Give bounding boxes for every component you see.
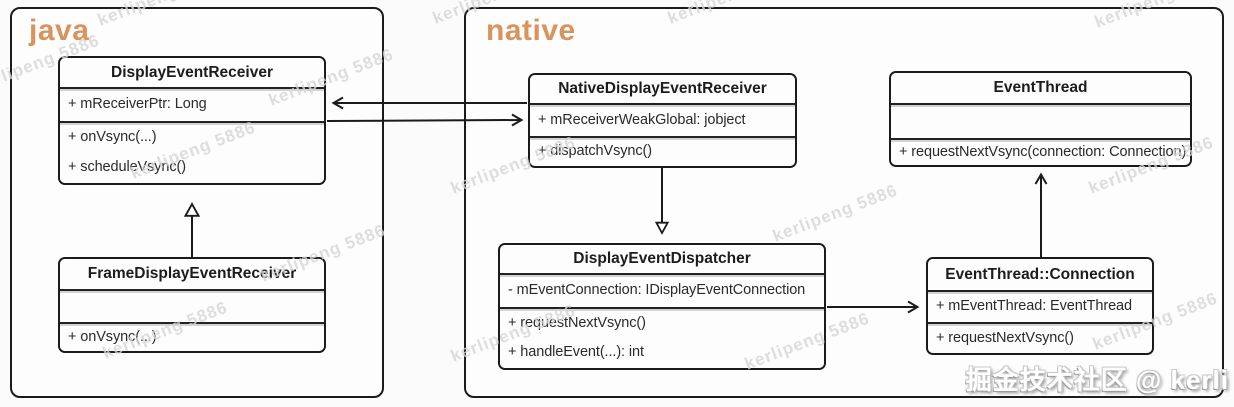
method-dispatchvsync: + dispatchVsync(): [538, 143, 652, 160]
class-box-event-thread-connection: EventThread::Connection + mEventThread: …: [926, 257, 1154, 355]
methods-compartment: + requestNextVsync(connection: Connectio…: [891, 138, 1190, 165]
juejin-community-credit: 掘金技术社区 @ kerli: [965, 365, 1229, 395]
class-title-frame-display-event-receiver: FrameDisplayEventReceiver: [60, 259, 324, 289]
method-schedulevsync: + scheduleVsync(): [68, 159, 186, 176]
class-box-event-thread: EventThread + requestNextVsync(connectio…: [889, 71, 1192, 167]
field-mreceiverweakglobal: + mReceiverWeakGlobal: jobject: [538, 111, 746, 128]
method-onvsync: + onVsync(...): [68, 328, 157, 345]
fields-compartment: + mReceiverWeakGlobal: jobject: [530, 103, 795, 136]
class-box-display-event-dispatcher: DisplayEventDispatcher - mEventConnectio…: [498, 243, 826, 370]
fields-compartment: + mReceiverPtr: Long: [60, 87, 324, 121]
method-handleevent: + handleEvent(...): int: [508, 344, 644, 361]
class-box-native-display-event-receiver: NativeDisplayEventReceiver + mReceiverWe…: [528, 73, 797, 168]
fields-compartment: + mEventThread: EventThread: [928, 290, 1152, 322]
method-requestnextvsync: + requestNextVsync(): [508, 314, 646, 331]
method-requestnextvsync: + requestNextVsync(): [936, 329, 1074, 346]
methods-compartment: + dispatchVsync(): [530, 136, 795, 166]
class-title-display-event-dispatcher: DisplayEventDispatcher: [500, 245, 824, 273]
class-box-frame-display-event-receiver: FrameDisplayEventReceiver + onVsync(...): [58, 257, 326, 353]
class-title-event-thread: EventThread: [891, 73, 1190, 103]
fields-compartment-empty: [60, 289, 324, 322]
method-onvsync: + onVsync(...): [68, 129, 157, 146]
method-requestnextvsync-connection: + requestNextVsync(connection: Connectio…: [899, 143, 1187, 160]
native-package-label: native: [486, 14, 576, 47]
class-title-native-display-event-receiver: NativeDisplayEventReceiver: [530, 75, 795, 103]
methods-compartment: + onVsync(...): [60, 322, 324, 351]
class-box-display-event-receiver: DisplayEventReceiver + mReceiverPtr: Lon…: [58, 56, 326, 185]
java-package-label: java: [29, 14, 90, 47]
fields-compartment: - mEventConnection: IDisplayEventConnect…: [500, 273, 824, 307]
methods-compartment: + requestNextVsync(): [928, 322, 1152, 353]
field-meventconnection: - mEventConnection: IDisplayEventConnect…: [508, 282, 806, 299]
field-mreceiverptr: + mReceiverPtr: Long: [68, 96, 207, 113]
methods-compartment: + requestNextVsync() + handleEvent(...):…: [500, 307, 824, 368]
class-title-display-event-receiver: DisplayEventReceiver: [60, 58, 324, 87]
class-title-event-thread-connection: EventThread::Connection: [928, 259, 1152, 290]
methods-compartment: + onVsync(...) + scheduleVsync(): [60, 121, 324, 183]
fields-compartment-empty: [891, 103, 1190, 138]
field-meventthread: + mEventThread: EventThread: [936, 298, 1132, 315]
